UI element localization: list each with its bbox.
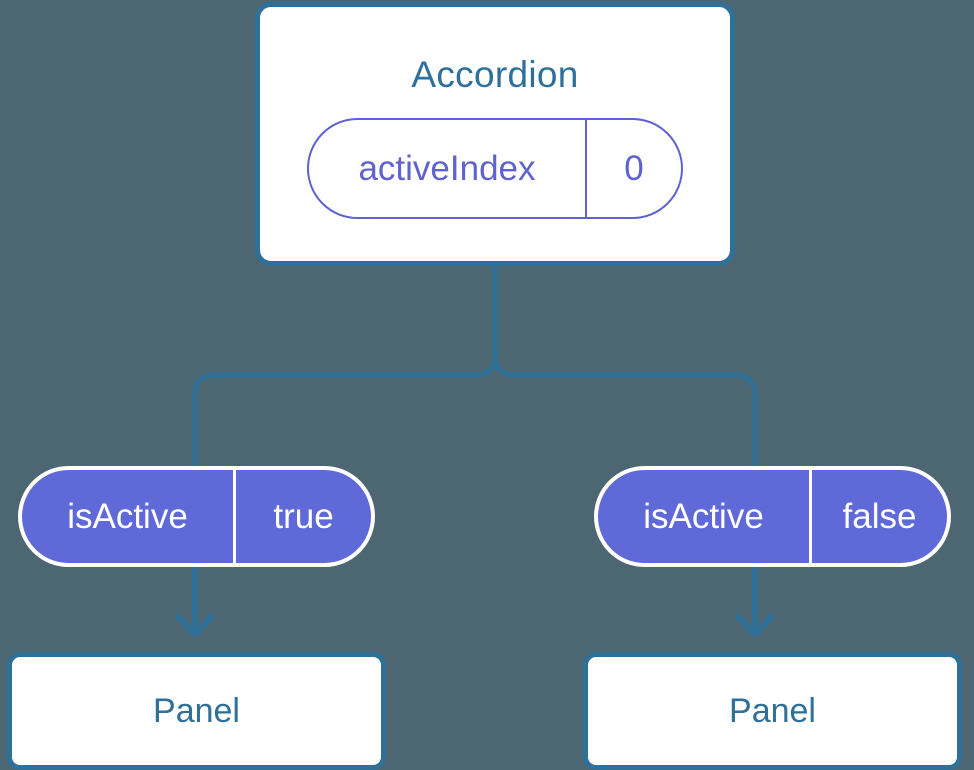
accordion-component-title: Accordion	[411, 54, 579, 95]
panel-component-title-right: Panel	[729, 691, 816, 730]
prop-pill-is-active-false[interactable]: isActive false	[594, 466, 951, 567]
arrow-left-prop-to-panel	[175, 567, 215, 637]
prop-pill-is-active-true[interactable]: isActive true	[18, 466, 375, 567]
prop-pill-is-active-true-key: isActive	[22, 470, 236, 563]
connector-accordion-to-branch-left	[192, 352, 498, 469]
state-pill-active-index-key: activeIndex	[309, 120, 587, 217]
panel-component-title-left: Panel	[153, 691, 240, 730]
connector-accordion-to-branches	[492, 263, 758, 469]
panel-component-node-right[interactable]: Panel	[583, 652, 962, 770]
state-pill-active-index[interactable]: activeIndex 0	[307, 118, 683, 219]
prop-pill-is-active-true-value: true	[273, 496, 334, 536]
arrow-right-prop-to-panel	[735, 567, 775, 637]
panel-component-node-left[interactable]: Panel	[7, 652, 386, 770]
state-pill-active-index-value: 0	[624, 148, 644, 188]
prop-pill-is-active-false-key: isActive	[598, 470, 812, 563]
prop-pill-is-active-false-value: false	[842, 496, 917, 536]
